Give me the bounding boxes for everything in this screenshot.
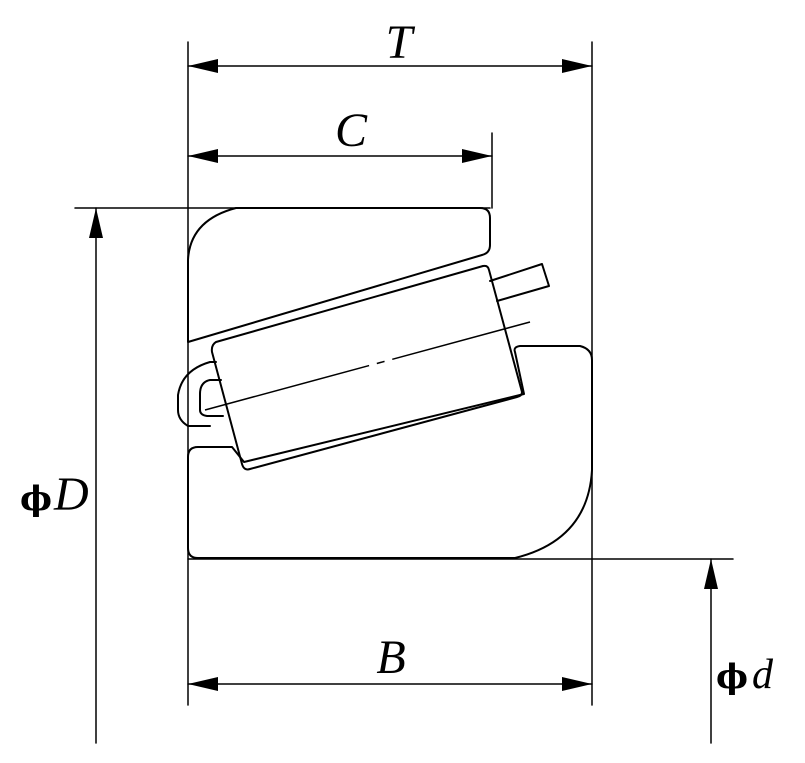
label-C: C [335,104,368,157]
dimension-T: T [187,16,593,73]
arrowhead-right-C [462,149,492,163]
label-D: D [53,468,89,521]
label-B: B [376,631,405,684]
phi-symbol-d: ϕ [716,657,748,697]
arrowhead-left-B [188,677,218,691]
dimension-C: C [187,104,493,163]
arrowhead-d [704,559,718,589]
arrowhead-D [89,208,103,238]
arrowhead-right-T [562,59,592,73]
label-d: d [752,652,774,698]
roller-centerline [204,321,531,411]
inner-ring-rib [177,361,217,427]
arrowhead-left-T [188,59,218,73]
label-bore-diameter: ϕd [716,652,774,698]
dimension-B: B [187,631,593,691]
outer-ring-cup [187,207,491,343]
arrowhead-left-C [188,149,218,163]
inner-ring-rib-inner [199,379,224,417]
inner-ring-cone [187,345,593,559]
arrowhead-right-B [562,677,592,691]
dimension-outer-diameter: ϕD [20,207,103,744]
tapered-roller [210,264,523,471]
label-T: T [386,16,416,69]
label-outer-diameter: ϕD [20,468,89,521]
phi-symbol-D: ϕ [20,479,52,519]
dimension-bore-diameter: ϕd [704,558,774,744]
roller-shaft-stub [489,263,550,302]
extension-lines [74,41,734,706]
